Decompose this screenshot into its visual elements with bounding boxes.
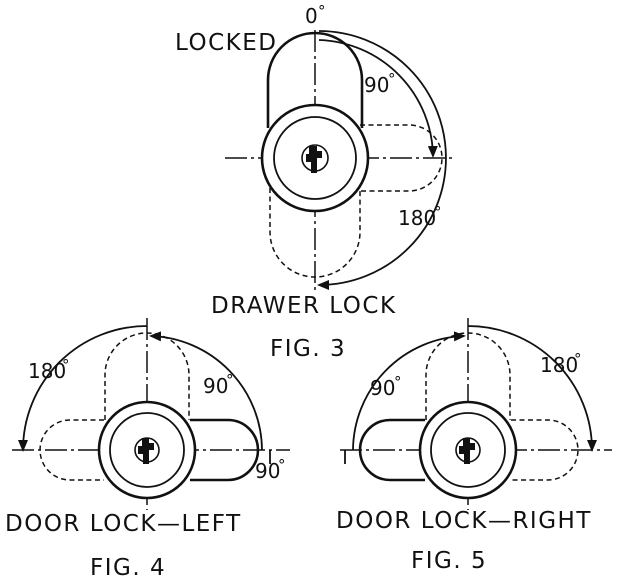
fig4-cam-90-dashed xyxy=(104,332,190,420)
fig3-drawer-lock: LOCKED 0 ° 90 ° 180 ° DRAWER LOCK FIG. 3 xyxy=(175,2,455,362)
fig3-cam-locked xyxy=(266,31,364,128)
fig5-deg-90-label: 90 xyxy=(370,376,395,400)
fig3-deg-90-label: 90 xyxy=(364,73,389,97)
fig5-deg-90-symbol: ° xyxy=(394,373,402,391)
fig5-deg-180-label: 180 xyxy=(540,353,578,377)
fig3-deg-90-symbol: ° xyxy=(388,70,396,88)
fig3-deg-0-label: 0 xyxy=(305,4,318,28)
fig4-caption: DOOR LOCK—LEFT xyxy=(5,511,242,537)
fig3-cam-180-dashed xyxy=(269,188,361,278)
fig4-lock-inner-ring xyxy=(109,412,185,488)
fig5-caption: DOOR LOCK—RIGHT xyxy=(336,508,592,534)
fig5-cam-locked xyxy=(358,418,425,482)
fig4-arc-to-180 xyxy=(18,325,148,452)
fig3-caption: DRAWER LOCK xyxy=(211,293,397,319)
fig3-deg-180-label: 180 xyxy=(398,206,436,230)
fig4-deg-180-label: 180 xyxy=(28,359,66,383)
fig4-cam-180-dashed xyxy=(39,419,104,481)
fig5-deg-180-symbol: ° xyxy=(574,350,582,368)
fig4-arc-to-90 xyxy=(149,331,263,451)
fig3-arc-0-to-90 xyxy=(318,39,438,158)
fig5-cam-90-dashed xyxy=(425,332,511,420)
fig4-title: FIG. 4 xyxy=(90,555,166,577)
fig5-cam-180-dashed xyxy=(511,419,579,481)
fig5-lock-inner-ring xyxy=(430,412,506,488)
fig4-deg-90-right-label: 90 xyxy=(255,459,280,483)
fig4-deg-90-top-symbol: ° xyxy=(226,371,234,389)
fig5-key-icon xyxy=(459,438,475,464)
fig4-deg-180-symbol: ° xyxy=(62,356,70,374)
fig5-arc-to-90 xyxy=(352,331,466,451)
fig4-deg-90-top-label: 90 xyxy=(203,374,228,398)
fig3-deg-0-symbol: ° xyxy=(318,2,326,20)
fig3-deg-180-symbol: ° xyxy=(434,203,442,221)
fig5-arc-to-180 xyxy=(467,325,597,452)
fig4-door-lock-left: 180 ° 90 ° 90 ° DOOR LOCK—LEFT FIG. 4 xyxy=(5,318,290,577)
fig5-title: FIG. 5 xyxy=(411,548,487,574)
fig5-door-lock-right: 90 ° 180 ° DOOR LOCK—RIGHT FIG. 5 xyxy=(336,318,612,574)
fig3-title: FIG. 3 xyxy=(270,336,346,362)
fig4-cam-locked xyxy=(190,418,260,482)
fig3-locked-label: LOCKED xyxy=(175,30,277,56)
fig4-key-icon xyxy=(138,438,154,464)
fig3-cam-90-dashed xyxy=(360,124,443,192)
fig3-key-icon xyxy=(306,146,322,173)
fig4-deg-90-right-symbol: ° xyxy=(278,456,286,474)
fig3-arc-0-to-180 xyxy=(317,30,447,290)
fig3-lock-inner-ring xyxy=(273,116,357,200)
